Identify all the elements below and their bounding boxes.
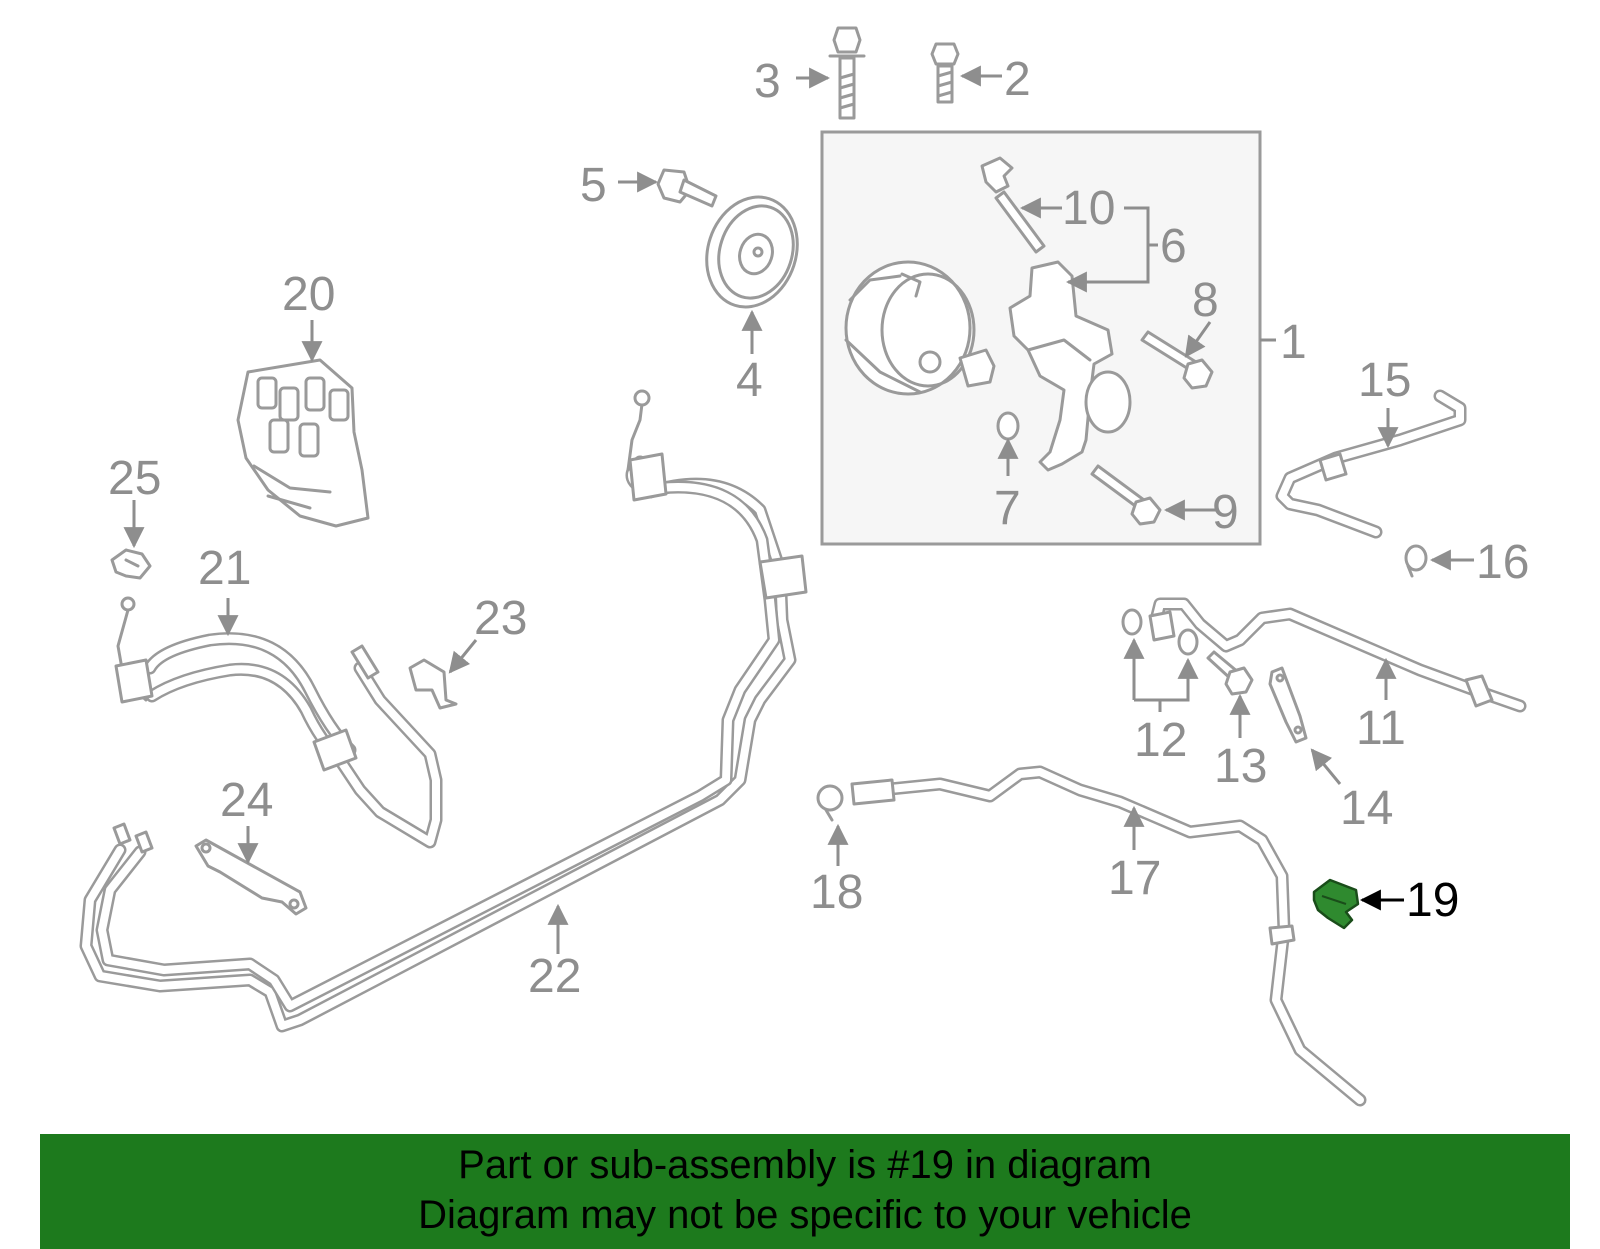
part-23-bracket[interactable] <box>408 658 458 710</box>
part-7-o-ring[interactable] <box>996 411 1020 441</box>
pump-body[interactable] <box>844 260 996 396</box>
part-11-hose[interactable] <box>1148 597 1527 713</box>
callout-23: 23 <box>474 592 527 645</box>
banner-line-part-number: Part or sub-assembly is #19 in diagram <box>458 1143 1152 1187</box>
callout-19: 19 <box>1406 874 1459 927</box>
part-8-bolt[interactable] <box>1140 330 1214 390</box>
callout-14: 14 <box>1340 782 1393 835</box>
part-24-bracket[interactable] <box>194 838 308 916</box>
part-21-hose[interactable] <box>114 596 443 849</box>
part-6-reservoir[interactable] <box>1008 260 1132 472</box>
callout-1: 1 <box>1280 316 1307 369</box>
callout-9: 9 <box>1212 486 1239 539</box>
part-4-pulley[interactable] <box>693 185 811 319</box>
callout-13: 13 <box>1214 740 1267 793</box>
callout-17: 17 <box>1108 852 1161 905</box>
part-13-bolt[interactable] <box>1206 650 1254 696</box>
part-22-line[interactable] <box>79 389 808 1033</box>
part-20-valve-block[interactable] <box>236 358 370 528</box>
callout-10: 10 <box>1062 182 1115 235</box>
part-3-bolt[interactable] <box>828 26 866 120</box>
part-17-hose[interactable] <box>850 765 1367 1107</box>
part-10-cap[interactable] <box>980 156 1046 254</box>
callout-labels: 1 2 3 4 5 6 7 8 9 10 11 12 13 14 15 16 1… <box>108 53 1529 1003</box>
callout-11: 11 <box>1356 702 1406 755</box>
callout-22: 22 <box>528 950 581 1003</box>
info-banner: Part or sub-assembly is #19 in diagram D… <box>40 1134 1570 1249</box>
callout-6: 6 <box>1160 220 1187 273</box>
callout-15: 15 <box>1358 354 1411 407</box>
callout-5: 5 <box>580 159 607 212</box>
callout-4: 4 <box>736 354 763 407</box>
callout-2: 2 <box>1004 53 1031 106</box>
callout-18: 18 <box>810 866 863 919</box>
callout-21: 21 <box>198 542 251 595</box>
callout-12: 12 <box>1134 714 1187 767</box>
callout-16: 16 <box>1476 536 1529 589</box>
part-25-clip[interactable] <box>110 548 152 580</box>
callout-3: 3 <box>754 55 781 108</box>
callout-20: 20 <box>282 268 335 321</box>
leader-lines <box>123 65 1474 954</box>
callout-7: 7 <box>994 482 1021 535</box>
part-19-clip-highlighted[interactable] <box>1312 878 1360 930</box>
part-15-tube[interactable] <box>1275 389 1467 539</box>
banner-line-disclaimer: Diagram may not be specific to your vehi… <box>418 1193 1192 1237</box>
part-5-bolt[interactable] <box>656 168 718 208</box>
callout-24: 24 <box>220 774 273 827</box>
part-18-clamp[interactable] <box>816 784 844 822</box>
callout-8: 8 <box>1192 274 1219 327</box>
callout-25: 25 <box>108 452 161 505</box>
part-2-bolt[interactable] <box>930 42 960 104</box>
part-16-clamp[interactable] <box>1404 544 1428 578</box>
part-9-bolt[interactable] <box>1090 464 1162 526</box>
part-14-bracket[interactable] <box>1268 666 1308 744</box>
part-12-o-rings[interactable] <box>1121 608 1199 656</box>
